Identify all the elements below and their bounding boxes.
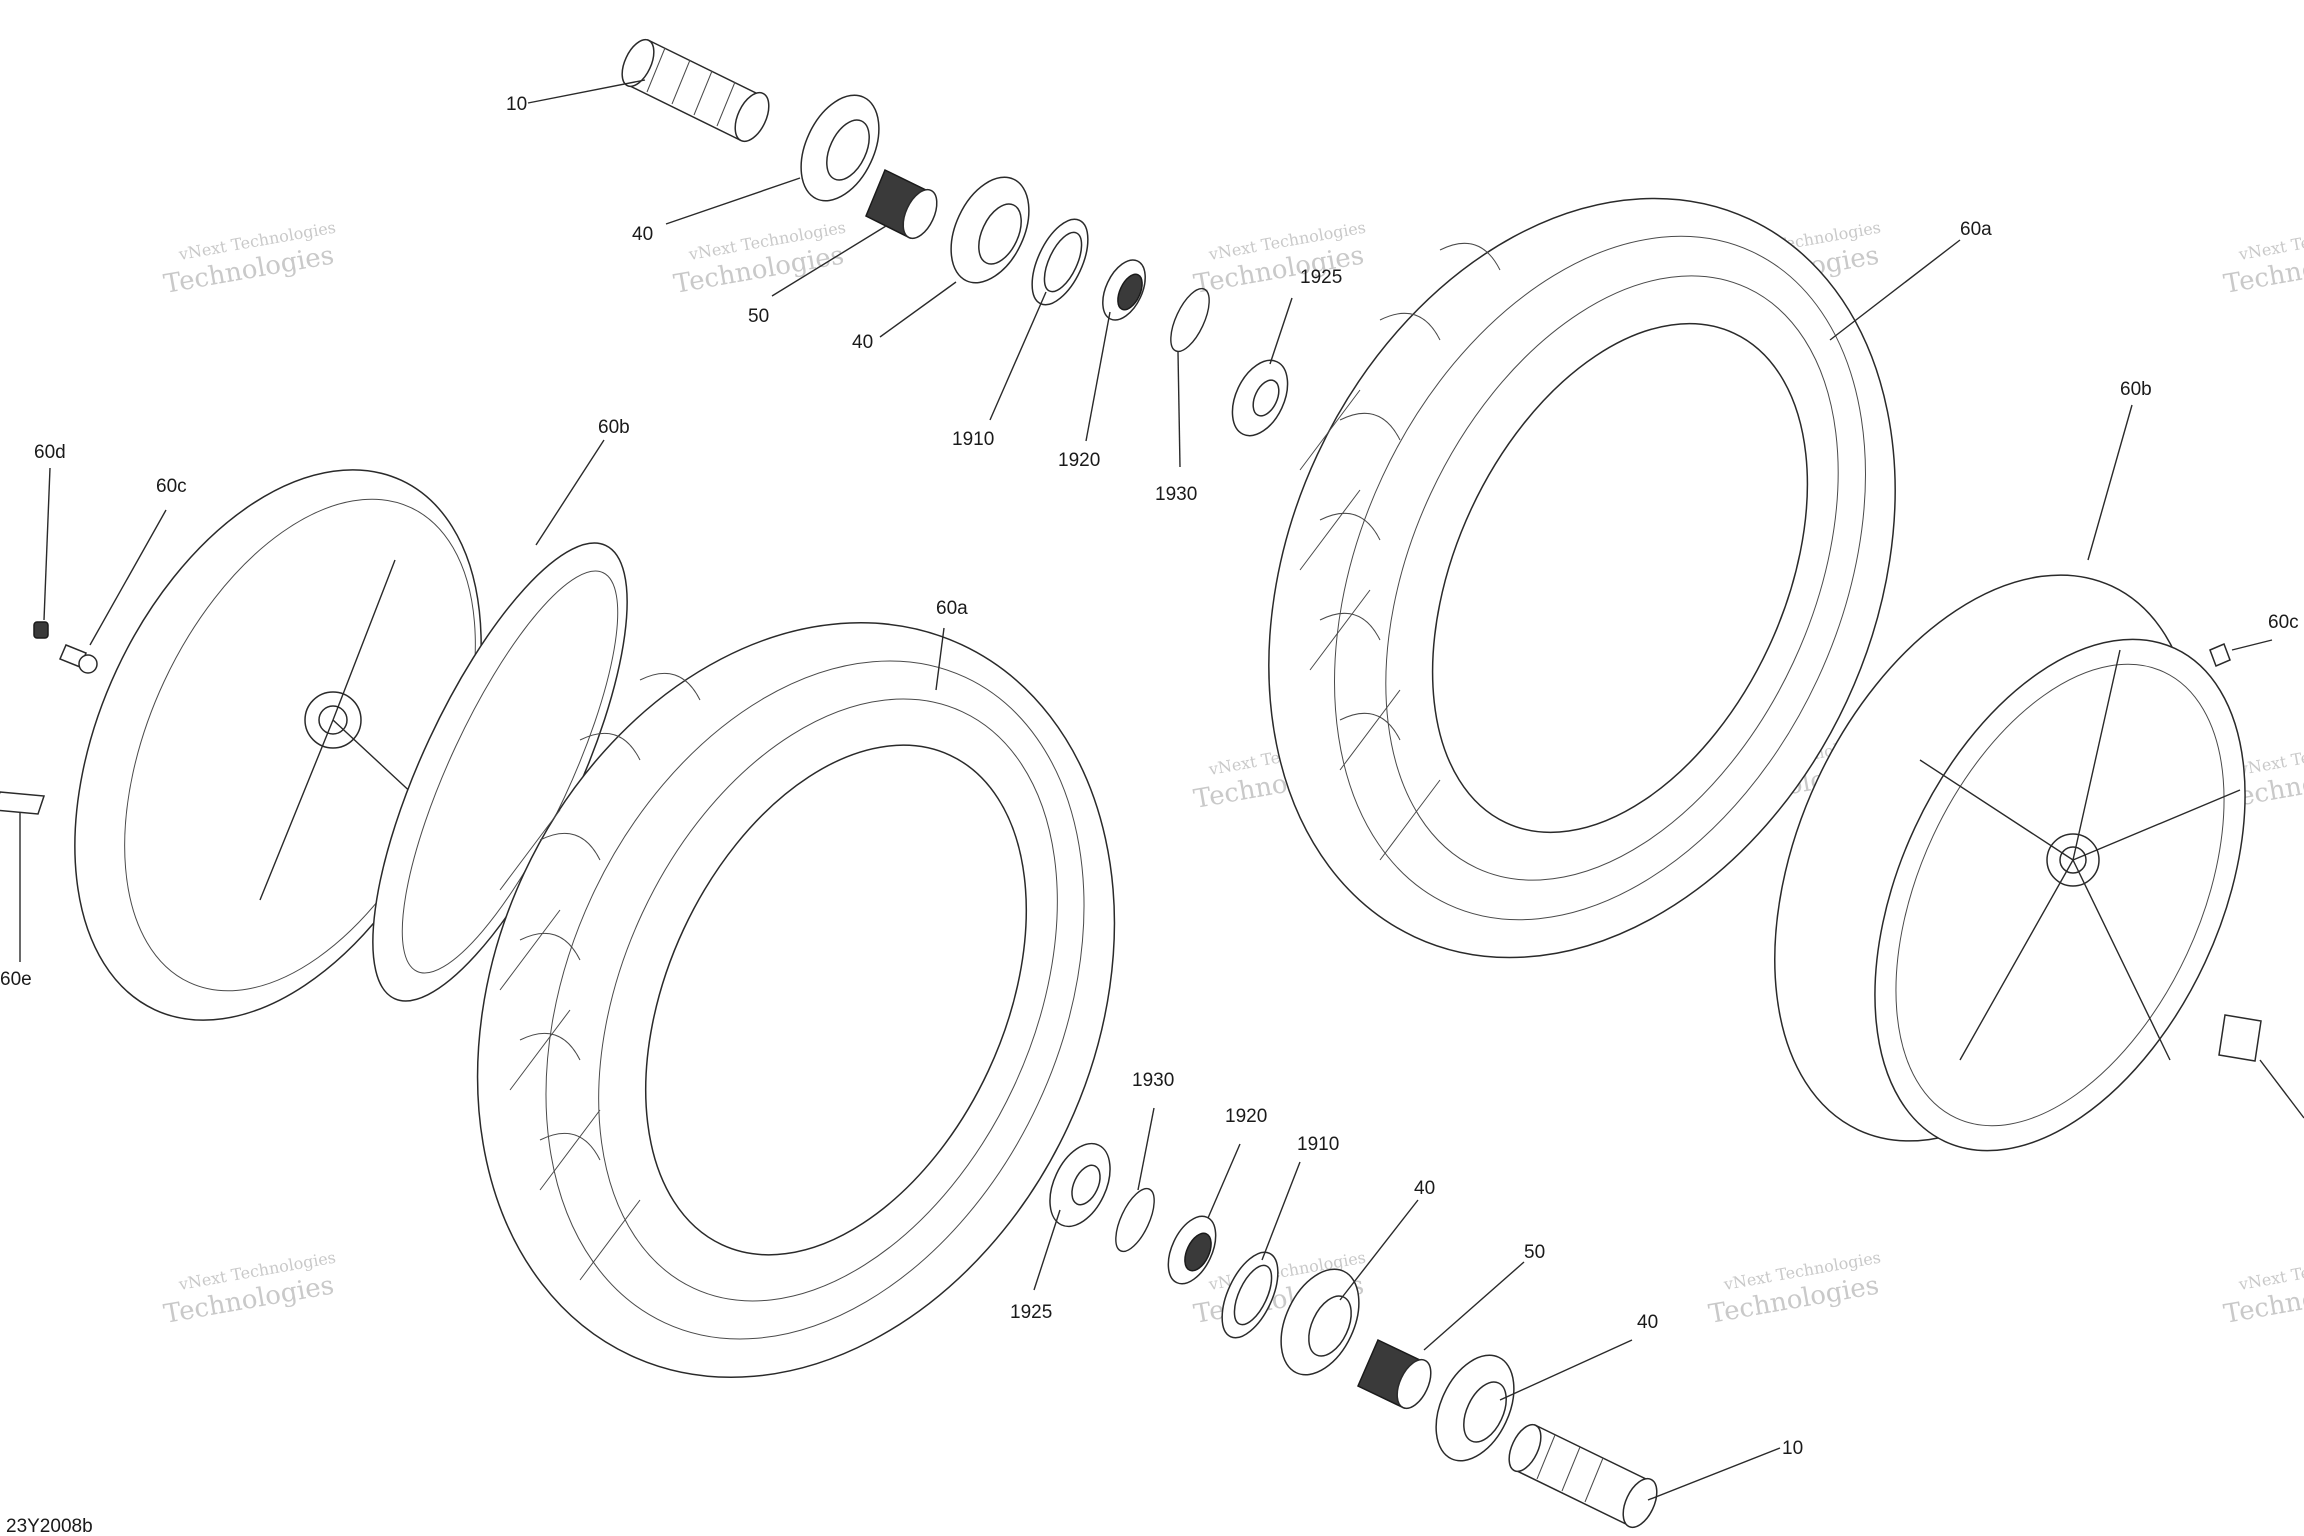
callout-50-top: 50 [748,306,769,327]
callout-1925-top: 1925 [1300,267,1342,288]
callout-10-bot: 10 [1782,1438,1803,1459]
callout-40-bot-a: 40 [1414,1178,1435,1199]
callout-10-top: 10 [506,94,527,115]
callout-labels: 10 40 50 40 1910 1920 1930 1925 60a 60b … [0,94,2299,1459]
part-weight-60e-right [2218,1014,2262,1062]
part-needle-bearing-50-top [865,168,938,240]
part-bearing-40-bot-a [1280,1268,1360,1376]
callout-60b-right: 60b [2120,379,2152,400]
part-clip-1930-bot [1115,1187,1155,1253]
part-cap-nut-1925-top [1231,359,1289,437]
callout-60e-left: 60e [0,969,32,990]
part-bearing-40-top-a [800,94,880,202]
callout-1910-bot: 1910 [1297,1134,1339,1155]
callout-60a-right: 60a [1960,219,1992,240]
leader-lines [19,79,2304,1501]
callout-40-top-b: 40 [852,332,873,353]
part-tire-60a-center [476,622,1116,1378]
callout-1920-bot: 1920 [1225,1106,1267,1127]
watermark-tile: vNext Technologies Technologies [672,218,848,300]
callout-60d-left: 60d [34,442,66,463]
callout-50-bot: 50 [1524,1242,1545,1263]
part-washer-1910-bot [1221,1251,1279,1339]
callout-1925-bot: 1925 [1010,1302,1052,1323]
callout-40-top-a: 40 [632,224,653,245]
watermark-tile: vNext Technologies Technologies [1707,1248,1883,1330]
callout-60b-left: 60b [598,417,630,438]
callout-1910-top: 1910 [952,429,994,450]
callout-1920-top: 1920 [1058,450,1100,471]
part-axle-sleeve-bot [1508,1423,1658,1529]
callout-40-bot-b: 40 [1637,1312,1658,1333]
callout-60c-right: 60c [2268,612,2299,633]
callout-1930-top: 1930 [1155,484,1197,505]
part-axle-sleeve-top [621,38,770,143]
watermark-tile: vNext Technologies Technologies [2222,218,2304,300]
watermark-tile: vNext Technologies Technologies [2222,1248,2304,1330]
watermark-tile: vNext Technologies Technologies [162,1248,338,1330]
part-cap-nut-1925-bot [1049,1142,1111,1228]
part-rim-60b-right [1774,574,2246,1152]
part-washer-1910-top [1031,218,1089,306]
part-bearing-40-top-b [950,176,1030,284]
drawing-code: 23Y2008b [6,1516,93,1536]
part-valve-cap-60d [33,621,49,639]
part-rim-60b-left [74,469,628,1021]
part-valve-60c-right [2209,643,2231,667]
callout-60c-left: 60c [156,476,187,497]
part-tire-60a-top [1268,197,1896,959]
callout-60a-center: 60a [936,598,968,619]
watermark-tile: vNext Technologies Technologies [1192,218,1368,300]
part-bearing-40-bot-b [1435,1354,1515,1462]
watermark-tile: vNext Technologies Technologies [162,218,338,300]
part-nut-1920-top [1102,259,1146,321]
part-nut-1920-bot [1167,1215,1217,1285]
part-clip-1930-top [1170,287,1210,353]
callout-1930-bot: 1930 [1132,1070,1174,1091]
part-needle-bearing-50-bot [1357,1338,1432,1410]
part-weight-60e-left [0,791,46,815]
part-valve-60c-left [59,644,98,674]
